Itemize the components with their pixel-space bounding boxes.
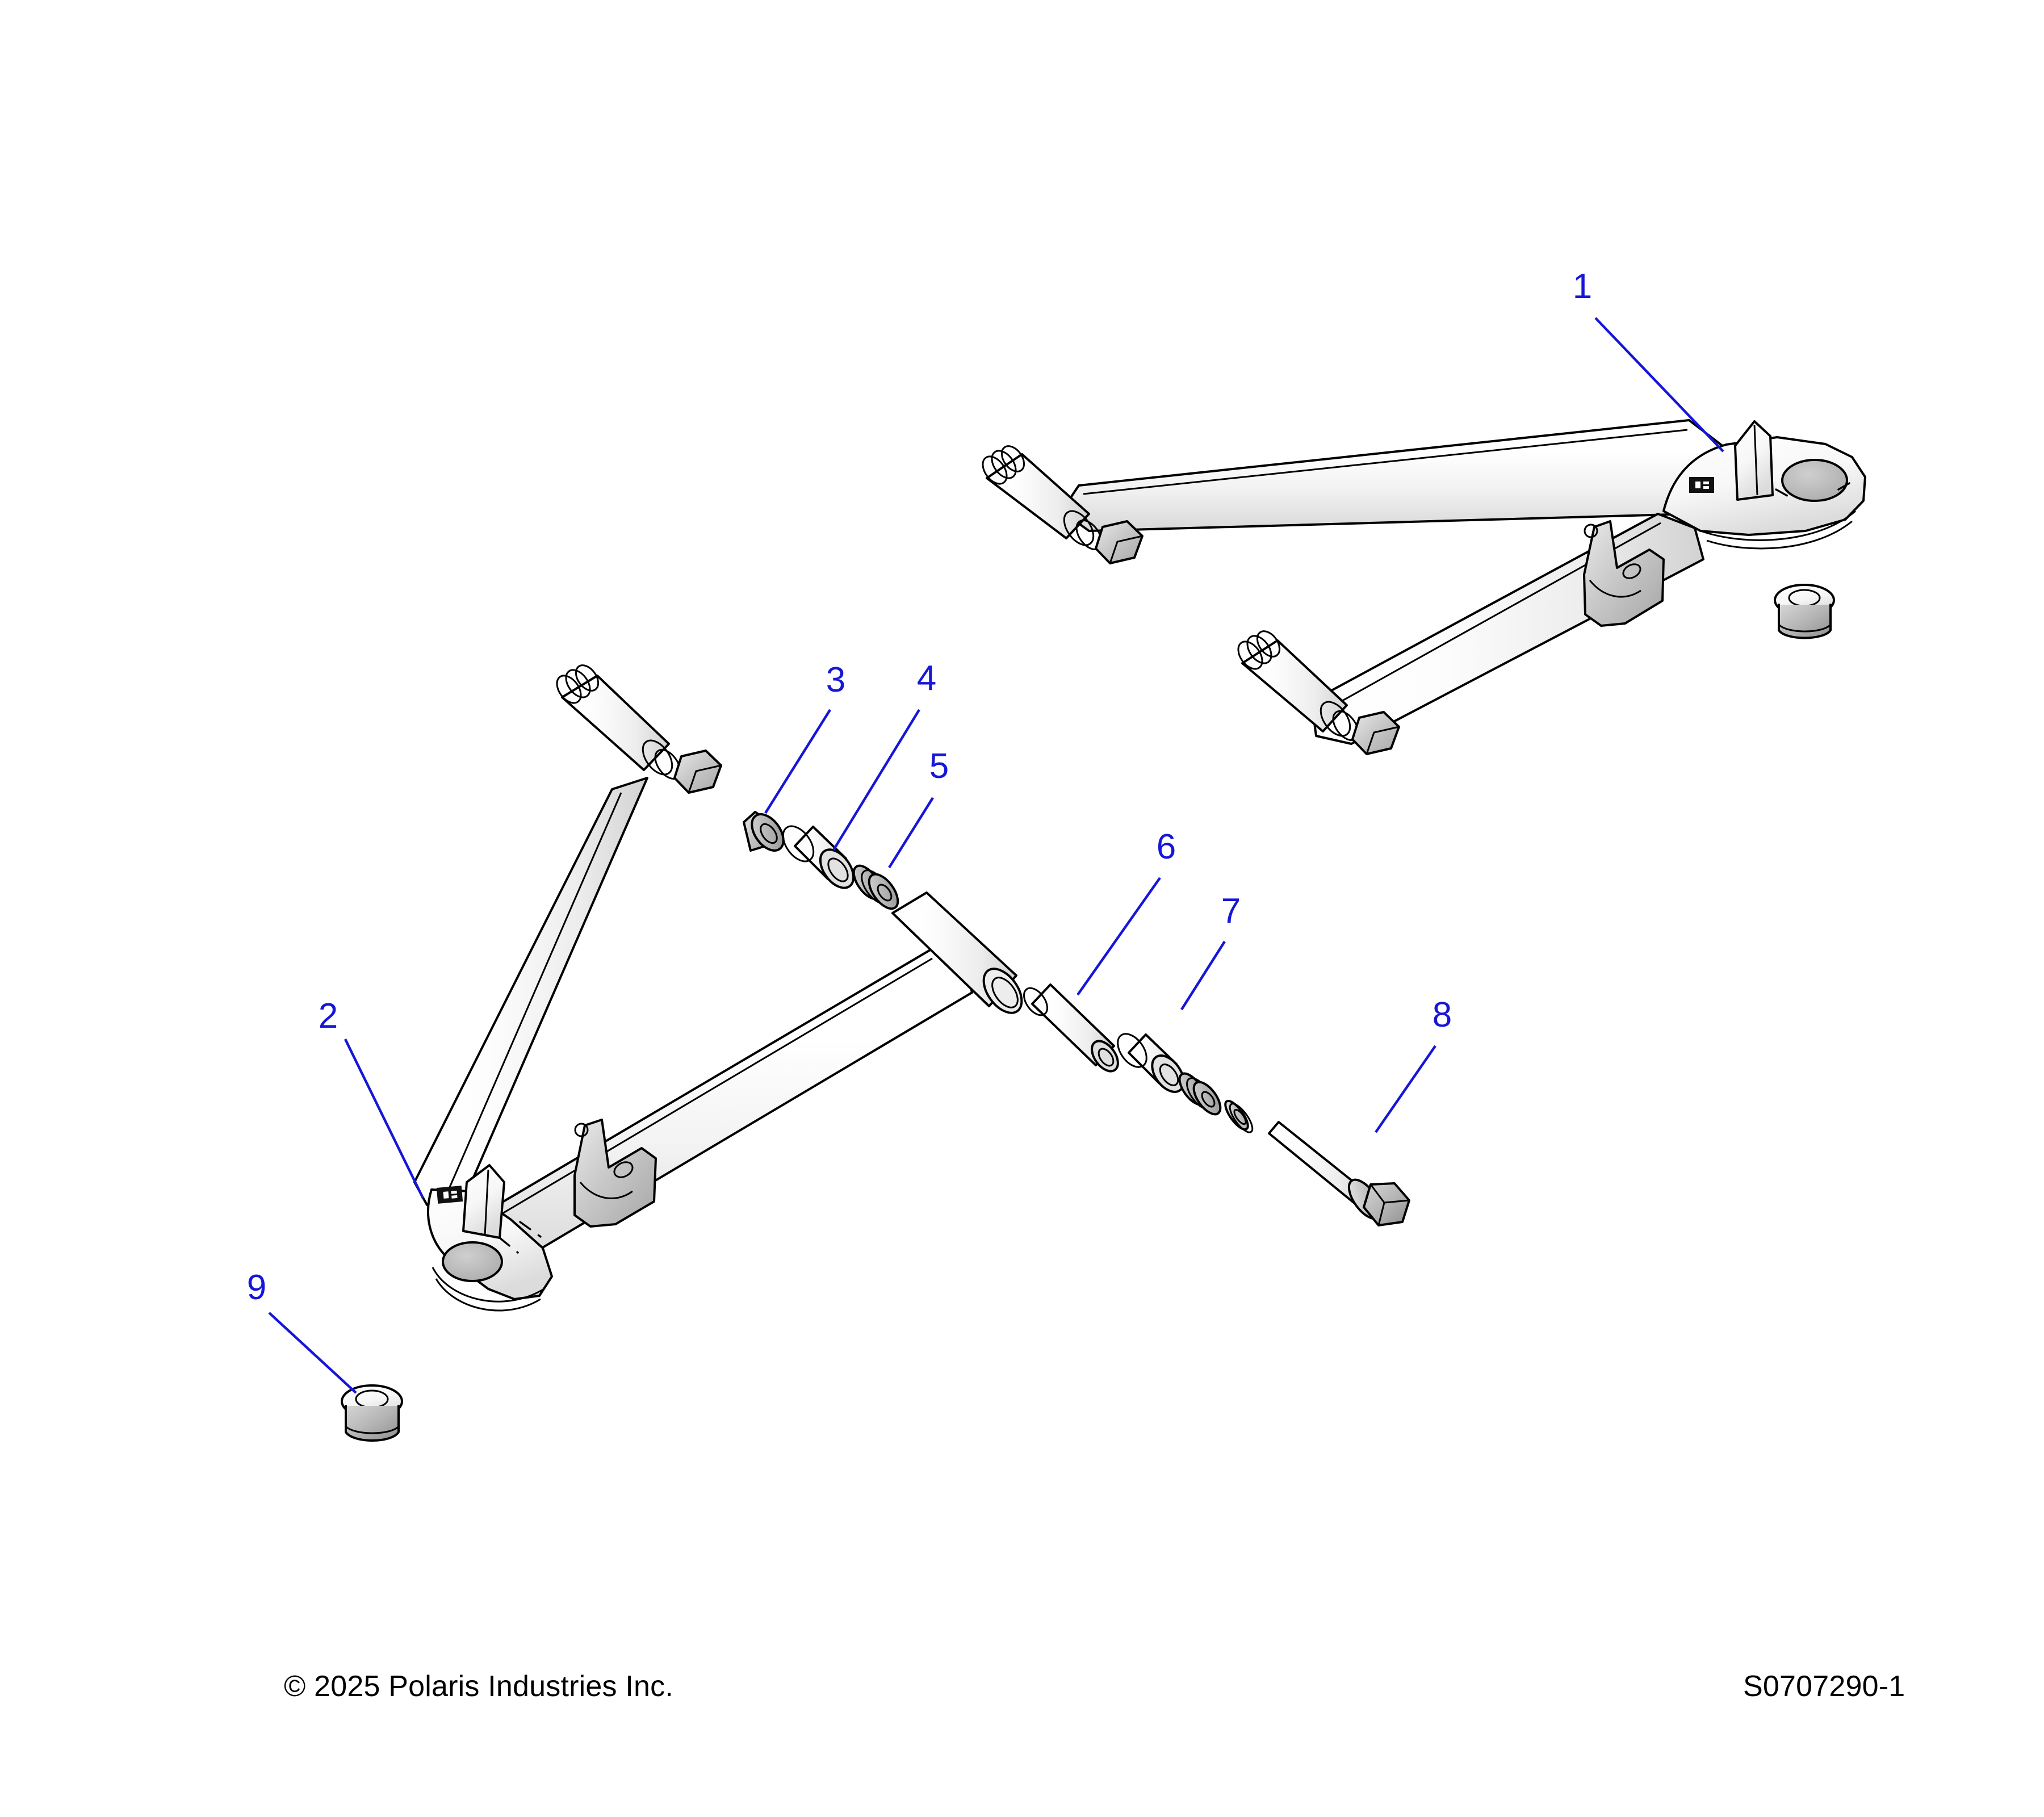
callout-4[interactable]: 4 xyxy=(832,659,936,851)
leader-line-8 xyxy=(1375,1045,1436,1133)
callout-3[interactable]: 3 xyxy=(764,660,845,814)
leader-line-1 xyxy=(1594,317,1724,453)
upper-arm-rear-bushing xyxy=(1237,630,1400,755)
hex-flange-bolt-part[interactable] xyxy=(1268,1121,1410,1226)
seal-bushing-part[interactable] xyxy=(848,861,903,914)
lower-arm-shock-bracket xyxy=(573,1119,657,1228)
callout-5[interactable]: 5 xyxy=(888,747,949,869)
leader-line-3 xyxy=(764,709,831,814)
copyright-notice: © 2025 Polaris Industries Inc. xyxy=(284,1670,673,1703)
callout-6[interactable]: 6 xyxy=(1077,827,1176,996)
manufacturer-stamp-icon-lower xyxy=(436,1186,463,1204)
callout-7[interactable]: 7 xyxy=(1180,891,1241,1011)
callout-number-4: 4 xyxy=(917,659,936,698)
bushing-sleeve-part-2[interactable] xyxy=(1112,1029,1190,1098)
bushing-sleeve-part[interactable] xyxy=(777,820,860,894)
hardware-group-left xyxy=(743,809,903,914)
leader-line-4 xyxy=(832,709,920,851)
upper-arm-shock-bracket xyxy=(1583,520,1665,627)
inner-sleeve-tube-part[interactable] xyxy=(1019,983,1123,1076)
plug-cap-upper[interactable] xyxy=(1774,584,1835,639)
callout-9[interactable]: 9 xyxy=(247,1268,357,1394)
lower-arm-top-bushing xyxy=(556,664,722,794)
callout-2[interactable]: 2 xyxy=(319,997,425,1199)
callout-number-8: 8 xyxy=(1433,995,1452,1035)
hardware-group-middle xyxy=(1019,983,1410,1226)
drawing-number: S0707290-1 xyxy=(1743,1670,1905,1703)
leader-line-2 xyxy=(344,1039,425,1199)
callout-number-9: 9 xyxy=(247,1268,266,1307)
callout-number-5: 5 xyxy=(929,747,949,786)
leader-line-6 xyxy=(1077,877,1161,996)
callout-number-3: 3 xyxy=(826,660,845,700)
upper-arm-front-bushing xyxy=(982,445,1144,564)
leader-line-7 xyxy=(1180,940,1226,1011)
leader-line-9 xyxy=(268,1312,357,1394)
callout-1[interactable]: 1 xyxy=(1573,267,1724,453)
cap-bushing-part[interactable] xyxy=(743,809,790,856)
callout-number-2: 2 xyxy=(319,997,338,1036)
callout-number-7: 7 xyxy=(1221,891,1241,931)
upper-arm-ball-joint-housing xyxy=(1662,420,1866,550)
manufacturer-stamp-icon xyxy=(1689,477,1714,493)
lower-arm-ball-joint-housing xyxy=(427,1164,553,1312)
plug-cap-part[interactable] xyxy=(341,1384,403,1442)
washer-part[interactable] xyxy=(1221,1098,1256,1135)
callout-number-1: 1 xyxy=(1573,267,1592,306)
upper-arm-rear-tube xyxy=(1310,513,1704,745)
callout-layer: 1 2 3 4 5 6 7 8 9 xyxy=(247,267,1724,1394)
lower-arm-pivot-sleeve xyxy=(891,891,1023,1014)
seal-bushing-part-2[interactable] xyxy=(1175,1069,1225,1119)
upper-control-arm-assembly[interactable] xyxy=(978,419,1866,755)
callout-8[interactable]: 8 xyxy=(1375,995,1452,1133)
callout-number-6: 6 xyxy=(1157,827,1176,866)
lower-control-arm-assembly[interactable] xyxy=(413,661,1029,1312)
upper-arm-front-tube xyxy=(1061,419,1732,532)
leader-line-5 xyxy=(888,797,934,869)
